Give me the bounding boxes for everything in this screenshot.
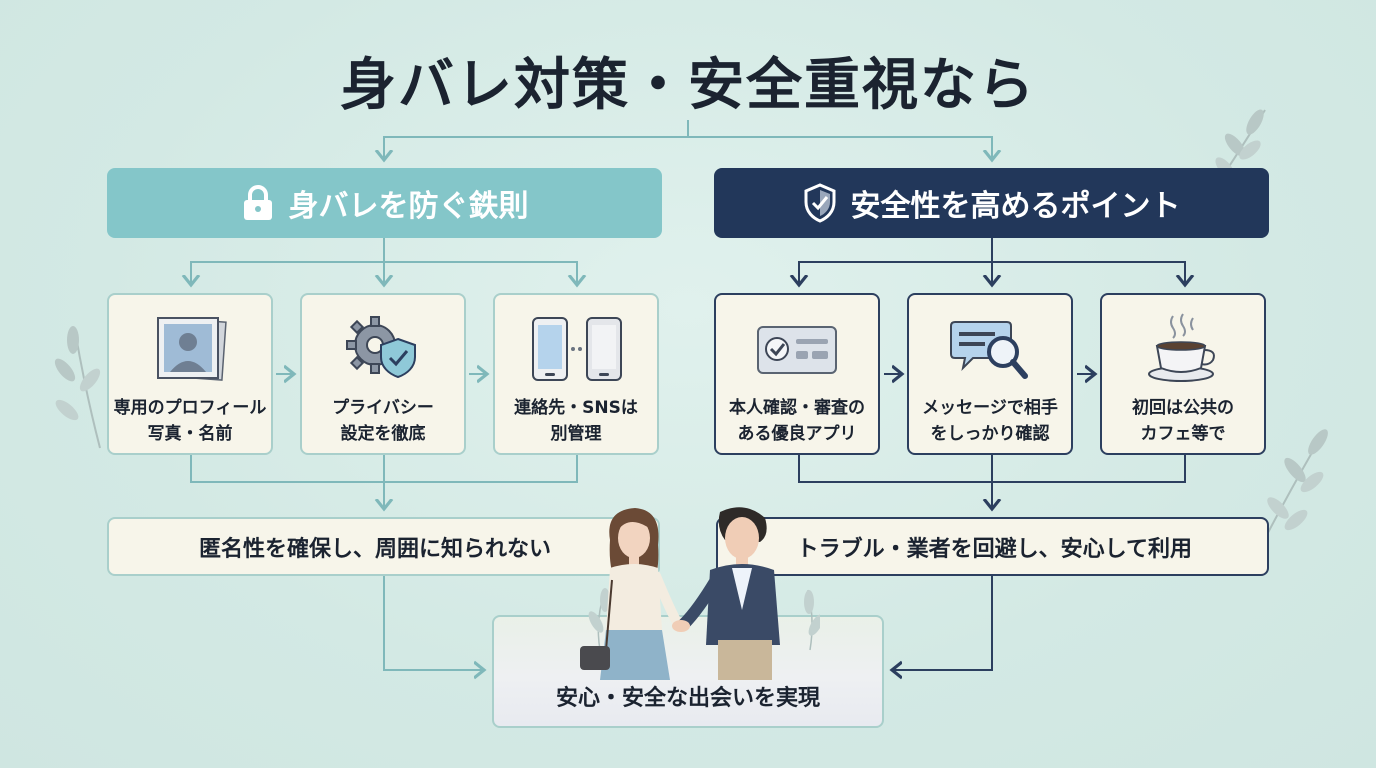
card-label-line1: 本人確認・審査の — [729, 398, 865, 418]
id-card-check-icon — [757, 326, 837, 374]
left-result: 匿名性を確保し、周囲に知られない — [107, 517, 660, 576]
gear-shield-icon — [346, 316, 416, 379]
left-result-label: 匿名性を確保し、周囲に知られない — [199, 536, 552, 562]
left-header-label: 身バレを防ぐ鉄則 — [288, 189, 529, 224]
shield-check-icon — [804, 183, 835, 223]
card-message-check: メッセージで相手 をしっかり確認 — [907, 293, 1073, 455]
card-label-line1: プライバシー — [332, 398, 434, 418]
card-label-line2: 写真・名前 — [147, 424, 233, 444]
page-title: 身バレ対策・安全重視なら — [340, 52, 1036, 118]
left-header: 身バレを防ぐ鉄則 — [107, 168, 662, 238]
card-label-line2: 別管理 — [550, 424, 602, 444]
card-label-line1: メッセージで相手 — [922, 398, 1058, 418]
final-label: 安心・安全な出会いを実現 — [555, 686, 820, 711]
card-separate-contacts: 連絡先・SNSは 別管理 — [493, 293, 659, 455]
card-verified-app: 本人確認・審査の ある優良アプリ — [714, 293, 880, 455]
card-label-line2: カフェ等で — [1140, 424, 1226, 444]
card-public-cafe: 初回は公共の カフェ等で — [1100, 293, 1266, 455]
lock-icon — [243, 185, 272, 220]
right-result: トラブル・業者を回避し、安心して利用 — [716, 517, 1269, 576]
card-profile-photo: 専用のプロフィール 写真・名前 — [107, 293, 273, 455]
card-label-line1: 連絡先・SNSは — [514, 398, 638, 418]
right-header: 安全性を高めるポイント — [714, 168, 1269, 238]
message-search-icon — [950, 321, 1028, 379]
profile-photo-icon — [157, 317, 227, 381]
card-privacy-settings: プライバシー 設定を徹底 — [300, 293, 466, 455]
card-label-line2: 設定を徹底 — [340, 424, 426, 444]
right-result-label: トラブル・業者を回避し、安心して利用 — [796, 536, 1192, 562]
couple-handshake-illustration — [580, 507, 820, 680]
card-label-line2: ある優良アプリ — [737, 424, 857, 444]
leaf-decoration-icon — [54, 326, 101, 449]
card-label-line2: をしっかり確認 — [930, 424, 1050, 444]
right-header-label: 安全性を高めるポイント — [850, 189, 1181, 224]
card-label-line1: 初回は公共の — [1132, 398, 1234, 418]
coffee-cup-icon — [1148, 313, 1215, 382]
card-label-line1: 専用のプロフィール — [113, 398, 267, 418]
two-phones-icon — [532, 317, 622, 381]
